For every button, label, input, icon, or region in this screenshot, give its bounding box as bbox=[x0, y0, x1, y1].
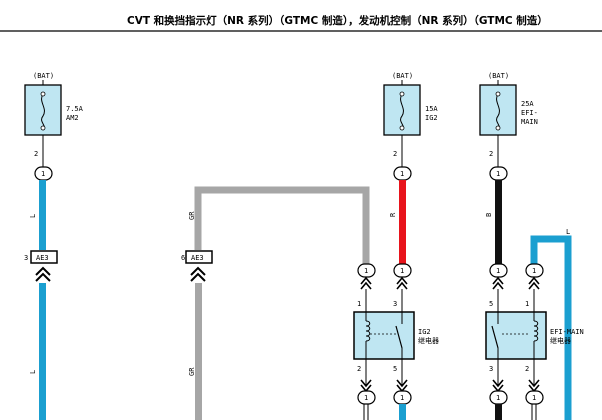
fuse-efi-pin: 2 bbox=[489, 150, 493, 158]
wire-l-am2-lower-label: L bbox=[29, 370, 37, 374]
connector-ae3-mid-label: AE3 bbox=[191, 254, 204, 262]
fuse-am2-rating: 7.5A bbox=[66, 105, 84, 113]
fuse-ig2-rating: 15A bbox=[425, 105, 438, 113]
connector-efi-relay-br bbox=[525, 390, 544, 405]
wire-l-am2-upper-label: L bbox=[29, 214, 37, 218]
wire-l-ig2-out bbox=[399, 404, 406, 420]
wire-b bbox=[495, 180, 502, 264]
fuse-am2-name: AM2 bbox=[66, 114, 79, 122]
relay-efi-coil-icon bbox=[533, 320, 539, 342]
relay-ig2 bbox=[353, 311, 415, 360]
connector-efi-relay-bl-label: 1 bbox=[496, 394, 500, 402]
wire-r bbox=[399, 180, 406, 264]
fuse-efi-rating: 25A bbox=[521, 100, 534, 108]
relay-efi-name-2: 继电器 bbox=[550, 336, 571, 345]
fuse-ig2-pin: 2 bbox=[393, 150, 397, 158]
relay-efi-pin-bl: 3 bbox=[489, 365, 493, 373]
wire-l-efi-loop bbox=[530, 235, 572, 420]
wire-gr-upper bbox=[194, 186, 370, 264]
chevron-ae3-left-1 bbox=[35, 266, 51, 276]
connector-ae3-left-label: AE3 bbox=[36, 254, 49, 262]
relay-ig2-pin-br: 5 bbox=[393, 365, 397, 373]
fuse-am2-source: (BAT) bbox=[33, 72, 54, 80]
relay-ig2-pin-tl: 1 bbox=[357, 300, 361, 308]
wire-gr-lower bbox=[195, 283, 202, 420]
relay-efi-pin-br: 2 bbox=[525, 365, 529, 373]
connector-ig2-relay-tl-label: 1 bbox=[364, 267, 368, 275]
fuse-ig2: (BAT) 15A IG2 2 bbox=[383, 72, 438, 167]
chevron-ae3-mid-2 bbox=[190, 272, 206, 282]
relay-efi-pin-tr: 1 bbox=[525, 300, 529, 308]
wire-l-am2-lower bbox=[39, 283, 46, 420]
connector-ae3-left-pin: 3 bbox=[24, 254, 28, 262]
relay-efi-switch-icon bbox=[491, 325, 499, 349]
wire-gr-lower-label: GR bbox=[188, 367, 196, 376]
wire-r-label: R bbox=[389, 212, 397, 217]
diagram-title: CVT 和换挡指示灯（NR 系列）（GTMC 制造），发动机控制（NR 系列）（… bbox=[127, 14, 548, 27]
chevron-ae3-mid-1 bbox=[190, 266, 206, 276]
fuse-am2: (BAT) 7.5A AM2 2 bbox=[24, 72, 84, 167]
connector-ig2-top-circle-label: 1 bbox=[400, 170, 404, 178]
connector-efi-relay-tr-label: 1 bbox=[532, 267, 536, 275]
connector-efi-relay-tl bbox=[489, 263, 508, 278]
relay-efi-name-1: EFI-MAIN bbox=[550, 328, 584, 336]
wire-l-am2-upper bbox=[39, 180, 46, 250]
connector-ig2-relay-bl-label: 1 bbox=[364, 394, 368, 402]
fuse-ig2-source: (BAT) bbox=[392, 72, 413, 80]
fuse-efi-main: (BAT) 25A EFI- MAIN 2 bbox=[479, 72, 538, 167]
fuse-ig2-name: IG2 bbox=[425, 114, 438, 122]
fuse-efi-source: (BAT) bbox=[488, 72, 509, 80]
relay-efi-pin-tl: 5 bbox=[489, 300, 493, 308]
connector-efi-relay-br-label: 1 bbox=[532, 394, 536, 402]
connector-ae3-left bbox=[30, 250, 58, 264]
connector-ae3-mid-pin: 6 bbox=[181, 254, 185, 262]
relay-ig2-pin-tr: 3 bbox=[393, 300, 397, 308]
connector-am2-circle-label: 1 bbox=[41, 170, 45, 178]
connector-efi-top-circle-label: 1 bbox=[496, 170, 500, 178]
relay-efi-main bbox=[485, 311, 547, 360]
chevron-ae3-left-2 bbox=[35, 272, 51, 282]
connector-ae3-mid bbox=[185, 250, 213, 264]
relay-ig2-switch-icon bbox=[395, 325, 403, 349]
relay-ig2-name-2: 继电器 bbox=[418, 336, 439, 345]
relay-ig2-body bbox=[353, 311, 415, 360]
wire-l-efi-loop-label: L bbox=[566, 228, 570, 236]
fuse-am2-pin: 2 bbox=[34, 150, 38, 158]
connector-ig2-relay-tl bbox=[357, 263, 376, 278]
fuse-efi-name-2: MAIN bbox=[521, 118, 538, 126]
wire-gr-upper-label: GR bbox=[188, 211, 196, 220]
wire-b-efi-out bbox=[495, 404, 502, 420]
wire-b-label: B bbox=[485, 213, 493, 217]
connector-ig2-relay-tr-label: 1 bbox=[400, 267, 404, 275]
connector-efi-relay-tr bbox=[525, 263, 544, 278]
connector-ig2-relay-bl bbox=[357, 390, 376, 405]
connector-ig2-relay-tr bbox=[393, 263, 412, 278]
connector-ig2-relay-br-label: 1 bbox=[400, 394, 404, 402]
connector-efi-relay-tl-label: 1 bbox=[496, 267, 500, 275]
relay-ig2-coil-icon bbox=[365, 320, 371, 342]
fuse-efi-name-1: EFI- bbox=[521, 109, 538, 117]
relay-ig2-name-1: IG2 bbox=[418, 328, 431, 336]
relay-ig2-pin-bl: 2 bbox=[357, 365, 361, 373]
